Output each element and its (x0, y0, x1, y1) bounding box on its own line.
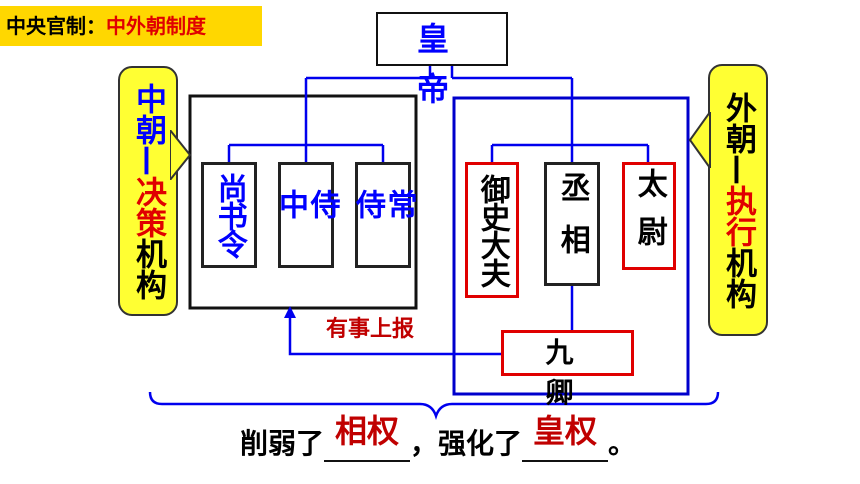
conclusion-end: 。 (608, 427, 637, 460)
official-label: 御史大夫 (474, 174, 510, 286)
official-label: 常侍 (350, 189, 417, 241)
outer-court-label: 外朝 — 执行 机构 (708, 64, 768, 336)
report-up-label: 有事上报 (326, 317, 415, 342)
label-mid: 决策 (130, 175, 166, 238)
answer-blank-2: 皇权 (522, 412, 609, 462)
report-arrowhead (284, 306, 296, 318)
official-shizhong: 侍中 (273, 162, 340, 268)
label-top: 外朝 (720, 91, 756, 154)
outer-label-pointer (688, 112, 711, 168)
official-label: 丞相 (554, 172, 590, 276)
label-bottom: 机构 (130, 237, 166, 300)
title-highlight: 中外朝制度 (106, 14, 206, 38)
answer-1: 相权 (335, 412, 400, 450)
answer-2: 皇权 (533, 412, 598, 450)
official-shangshuling: 尚书令 (201, 162, 257, 268)
inner-court-frame (188, 94, 418, 310)
official-label: 尚书令 (211, 173, 247, 257)
emperor-box: 皇 帝 (376, 12, 508, 108)
nine-ministers-box: 九 卿 (501, 330, 634, 409)
page-title: 中央官制：中外朝制度 (0, 6, 262, 46)
conclusion-part1: 削弱了 (240, 427, 325, 460)
brace (148, 391, 720, 420)
label-mid: 执行 (720, 184, 756, 247)
label-dash: — (130, 144, 166, 176)
label-top: 中朝 (130, 82, 166, 145)
official-label: 太尉 (631, 168, 667, 264)
conclusion-part2: ，强化了 (410, 427, 523, 460)
official-chengxiang: 丞相 (544, 162, 600, 286)
inner-court-label: 中朝 — 决策 机构 (118, 66, 178, 316)
label-dash: — (720, 153, 756, 185)
official-yushidafu: 御史大夫 (465, 162, 519, 298)
label-bottom: 机构 (720, 246, 756, 309)
official-changshi: 常侍 (350, 162, 417, 268)
official-taiwei: 太尉 (622, 162, 676, 270)
inner-label-pointer (170, 130, 192, 180)
conclusion-sentence: 削弱了相权 ，强化了皇权。 (240, 412, 637, 462)
official-label: 侍中 (273, 189, 340, 241)
title-prefix: 中央官制： (6, 14, 106, 38)
answer-blank-1: 相权 (324, 412, 411, 462)
